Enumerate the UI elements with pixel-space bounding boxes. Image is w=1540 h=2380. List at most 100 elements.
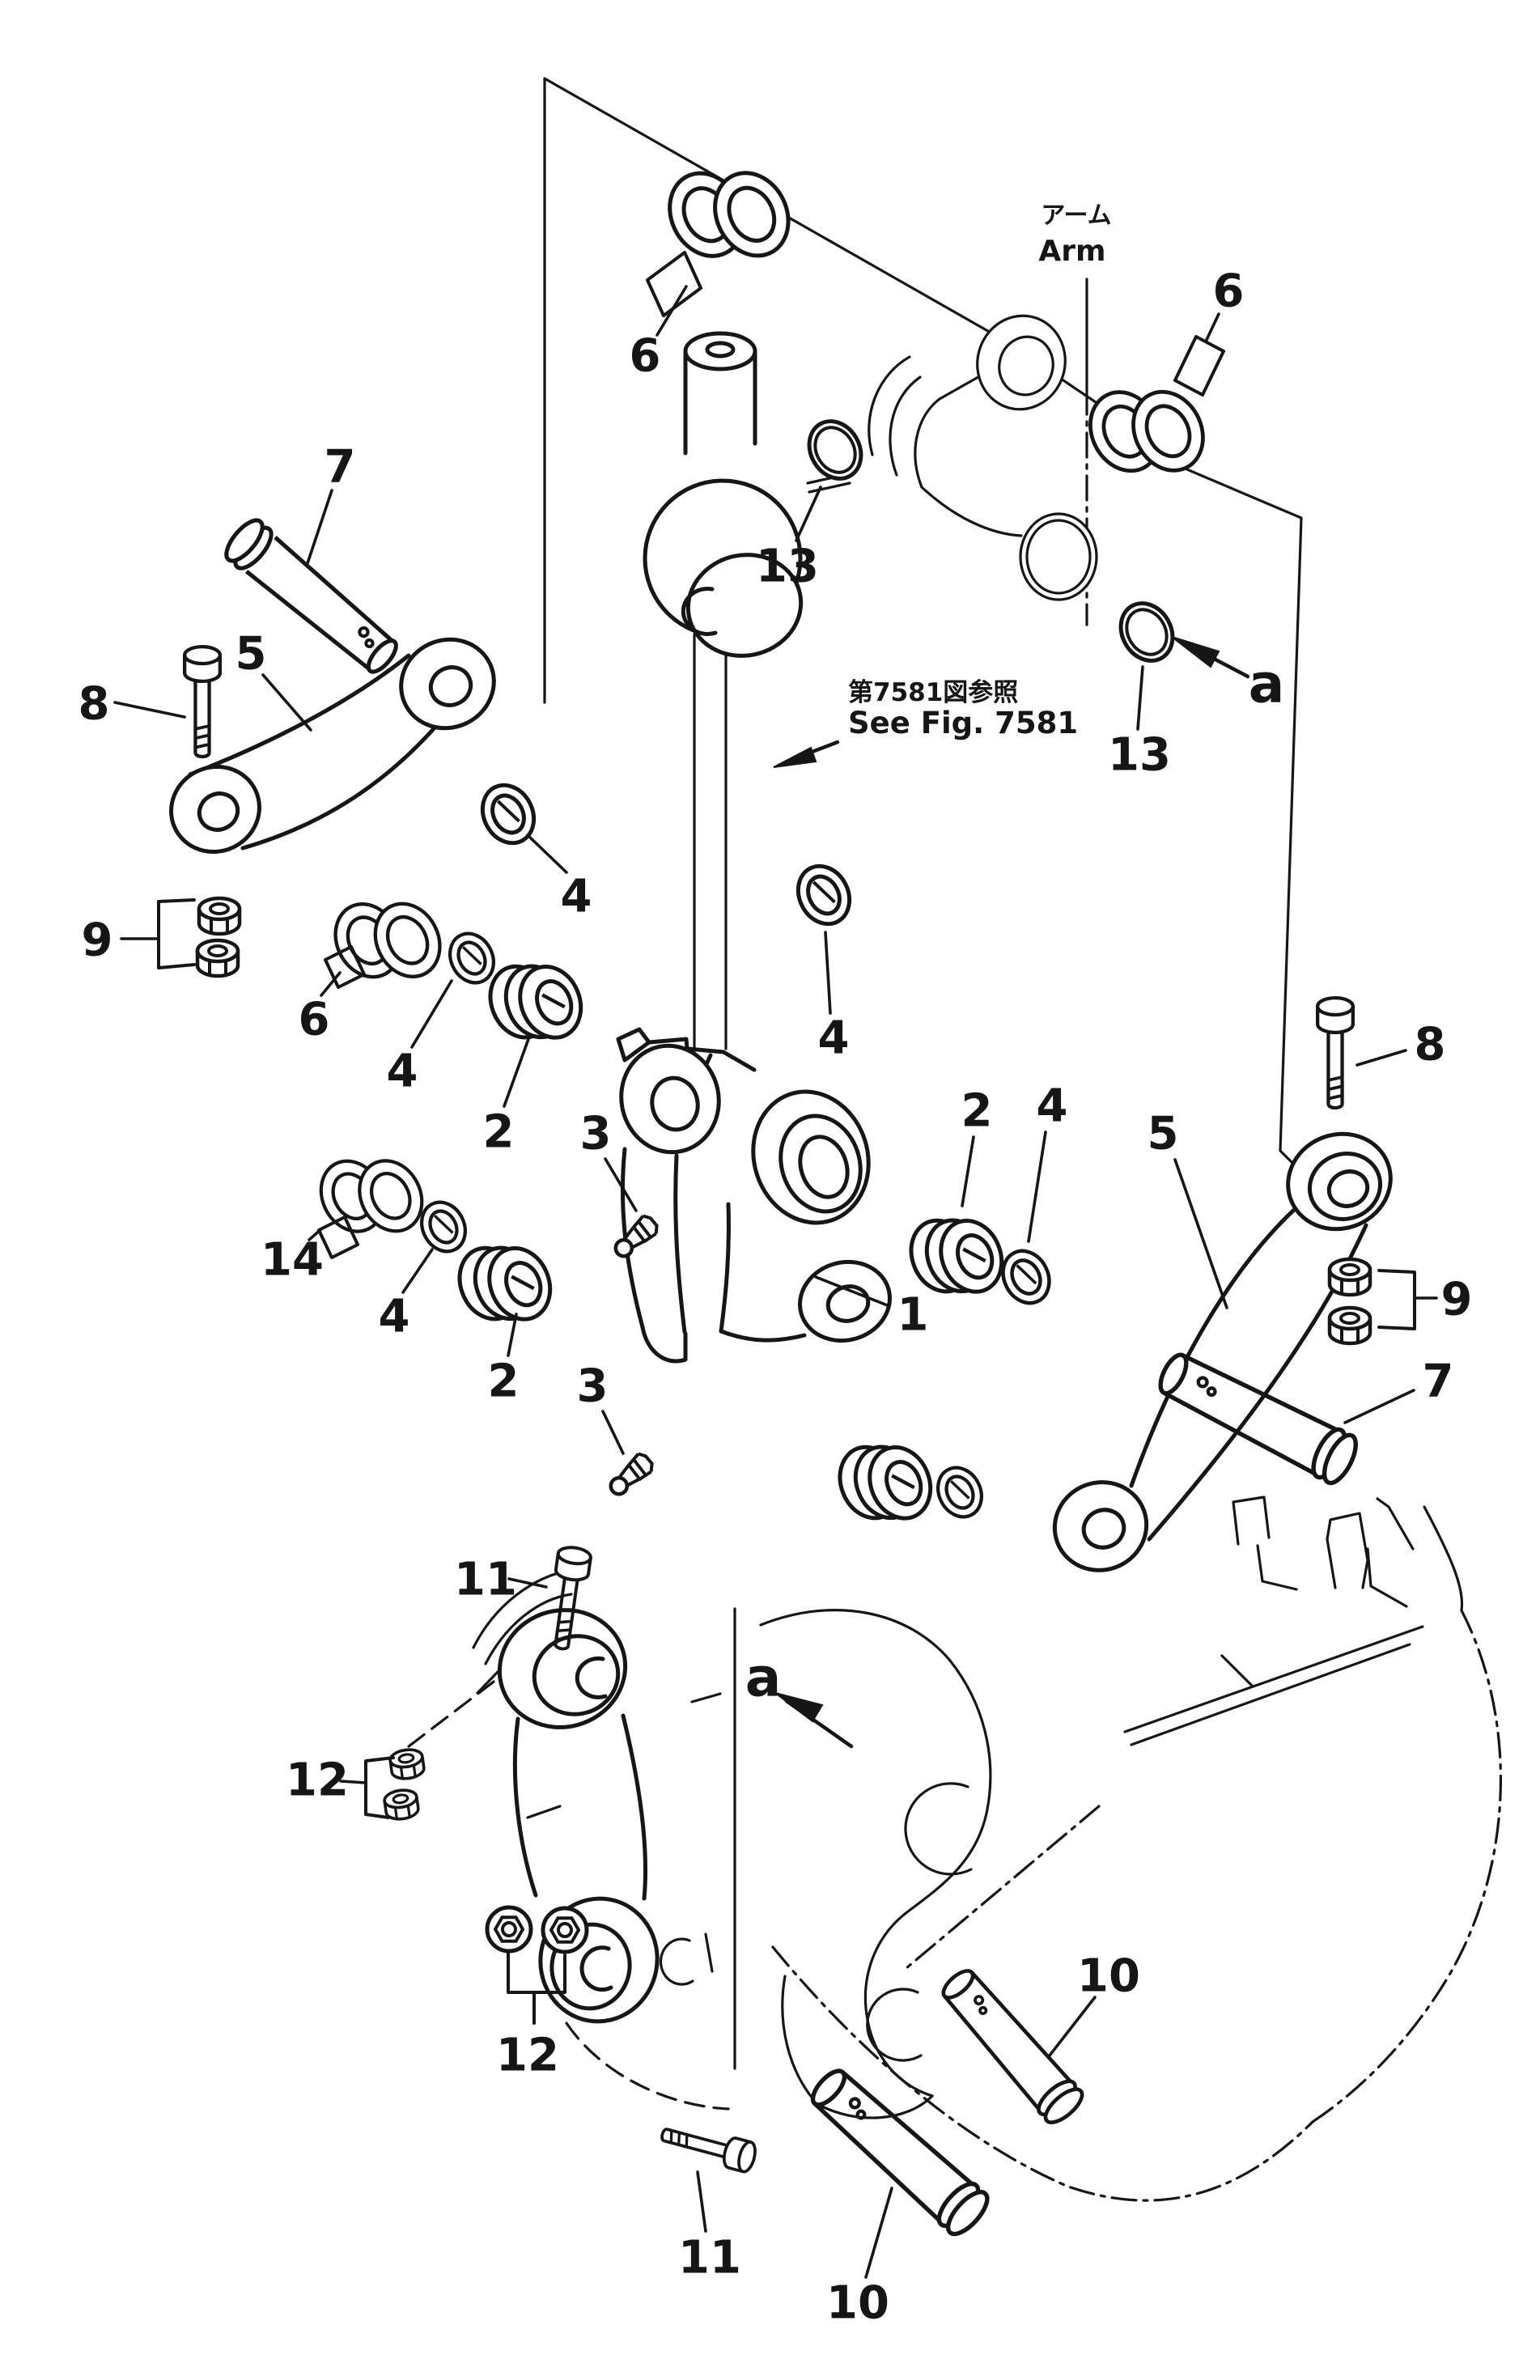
callout-4: 4 (387, 1046, 418, 1098)
part-8-bolt-left (185, 647, 220, 757)
leader-7-25 (1343, 1389, 1415, 1424)
frame-border-right (1182, 466, 1303, 1170)
leader-4-9 (824, 931, 832, 1015)
view-arrow-a-top-head (1171, 636, 1220, 668)
leader-6-0 (655, 285, 688, 337)
leader-11-30 (696, 2170, 707, 2233)
part-11-bolt-bottom (656, 2118, 760, 2175)
arm-edge (938, 373, 984, 401)
bracket-6-right (1173, 335, 1225, 397)
bracket-corner-mark (1366, 1547, 1408, 1608)
part-8-bolt-right (1317, 998, 1353, 1108)
callout-11: 11 (678, 2232, 741, 2285)
leader-5-3 (261, 673, 312, 732)
leader-2-17 (507, 1313, 518, 1357)
leader-6-11 (320, 971, 342, 997)
leader-4-12 (410, 979, 453, 1049)
bucket-edge (1423, 1505, 1464, 1612)
bracket-12-upper (364, 1756, 395, 1819)
ref-note-en: See Fig. 7581 (848, 706, 1078, 740)
link-boss-right-bore (798, 1135, 850, 1199)
bucket-edge-tick (1220, 1654, 1254, 1688)
part-6-dust-seal-pair (1077, 363, 1216, 500)
arm-boss-lower (1019, 512, 1098, 601)
arm-label-en: Arm (1038, 235, 1105, 268)
bucket-outline (407, 1495, 1503, 2202)
ref-arrow-head (773, 746, 817, 768)
leader-4-16 (401, 1248, 434, 1294)
side-link-eye-bore (428, 665, 473, 707)
arm-ear-arc (914, 397, 941, 489)
part-10-pin-upper (935, 1963, 1087, 2128)
side-link-eye-bore (1326, 1169, 1370, 1208)
callout-12: 12 (286, 1754, 349, 1807)
part-3-grease-fitting (605, 1451, 656, 1499)
part-6-dust-seal-pair (656, 142, 803, 286)
arm-ear-arc (889, 375, 922, 477)
bucket-bottom-phantom (771, 1945, 1314, 2202)
side-link-body (188, 653, 439, 851)
bucket-link-body (512, 1713, 648, 1901)
callout-9: 9 (82, 914, 113, 967)
arm-edge (920, 486, 1023, 537)
part-4-seal (995, 1243, 1058, 1311)
leader-8-2 (113, 701, 186, 719)
callout-2: 2 (483, 1106, 515, 1159)
leader-8-23 (1355, 1049, 1407, 1067)
leader-4-21 (1027, 1131, 1047, 1243)
callout-6: 6 (1213, 265, 1245, 318)
bucket-bore-lower (866, 1988, 923, 2062)
arm-boss-upper-bore (998, 335, 1054, 397)
frame-border (543, 77, 1303, 1170)
leader-13-4 (795, 486, 822, 542)
callout-8: 8 (1415, 1019, 1446, 1071)
view-arrow-a-bottom-head (774, 1692, 824, 1723)
callout-a: a (1249, 653, 1285, 715)
bucket-tooth (1232, 1495, 1271, 1546)
rod-eye-bore (681, 587, 718, 636)
part-14-dust-seal-pair (309, 1135, 434, 1258)
arm-boss-lower-bore (1025, 519, 1092, 595)
part-5-side-link-left (169, 637, 496, 855)
part-7-pin-right (1153, 1347, 1362, 1487)
bracket-9-left (157, 898, 196, 969)
rod-cylinder-fill (685, 348, 755, 450)
part-9-nut (197, 940, 238, 976)
callout-2: 2 (488, 1355, 520, 1408)
link-body-bottom (640, 1325, 807, 1364)
rod-end-see-fig-7581 (643, 331, 804, 1052)
callout-10: 10 (1077, 1950, 1140, 2003)
leader-7-1 (306, 489, 333, 565)
bracket-corner-mark (1256, 1544, 1298, 1591)
part-12-nut (487, 1907, 531, 1951)
phantom-bore-mark (659, 1932, 714, 1986)
rod-cylinder-bore (705, 341, 736, 358)
leader-3-14 (604, 1157, 638, 1212)
leader-1-19 (814, 1275, 891, 1308)
side-link-eye-bore (1081, 1508, 1126, 1550)
rod-eye-face (685, 553, 804, 658)
part-12-nut (543, 1908, 587, 1952)
bucket-bracket-plate-lower (781, 1975, 934, 2119)
part-4-seal (930, 1460, 990, 1524)
callout-4: 4 (818, 1012, 850, 1065)
callout-13: 13 (1108, 729, 1171, 782)
callout-5: 5 (1148, 1108, 1179, 1160)
callout-12: 12 (496, 2030, 559, 2082)
bucket-phantom-diagonal (905, 1805, 1101, 1970)
part-13-o-ring-right (1111, 594, 1183, 670)
bucket-edge (1376, 1497, 1415, 1551)
part-4-seal (788, 857, 859, 932)
part-1-link (616, 1027, 893, 1364)
part-2-bushing (829, 1428, 940, 1538)
bracket-12-lower (507, 1950, 566, 1994)
part-2-bushing (449, 1228, 560, 1338)
callout-13: 13 (756, 541, 819, 593)
callout-6: 6 (630, 330, 661, 383)
leader-2-13 (503, 1037, 530, 1108)
callout-2: 2 (961, 1085, 993, 1138)
leader-5-22 (1173, 1158, 1228, 1309)
leader-3-18 (601, 1410, 625, 1455)
